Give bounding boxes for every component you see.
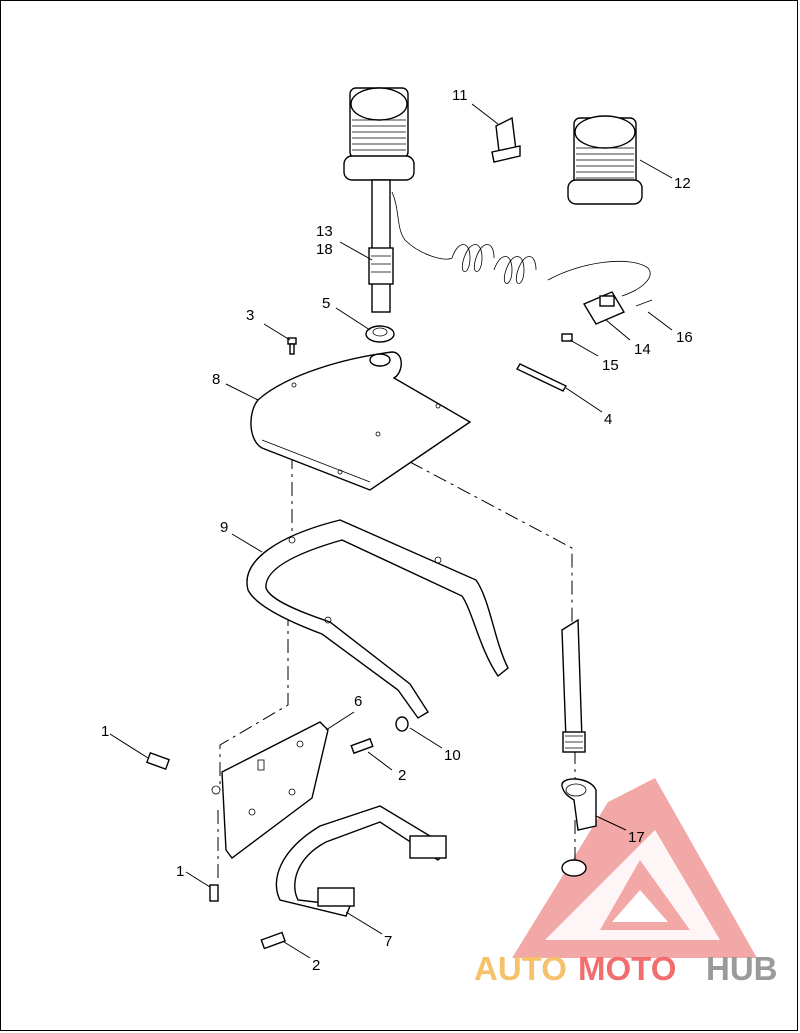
callout-2b: 2 [312, 957, 320, 974]
pole-part-17 [561, 618, 597, 877]
callout-11: 11 [452, 87, 468, 104]
callout-13: 13 [316, 223, 333, 240]
leader-lines [109, 103, 673, 959]
grommet-part-5 [365, 325, 395, 343]
watermark-logo [512, 778, 757, 958]
callout-10: 10 [444, 747, 461, 764]
callout-9: 9 [220, 519, 228, 536]
callout-15: 15 [602, 357, 619, 374]
callout-5: 5 [322, 295, 330, 312]
callout-3: 3 [246, 307, 254, 324]
callout-18: 18 [316, 241, 333, 258]
beacon-pole-assembly [343, 87, 453, 313]
watermark-moto: MOTO [578, 950, 676, 987]
bracket-part-6 [211, 721, 329, 859]
callout-2a: 2 [398, 767, 406, 784]
clip-part-11 [491, 116, 521, 163]
callout-17: 17 [628, 829, 645, 846]
beacon-lens-part-12 [567, 115, 643, 205]
callout-labels: 1 1 2 2 3 4 5 6 7 8 9 10 11 12 13 18 14 … [101, 87, 693, 974]
connector-parts [561, 291, 653, 342]
callout-16: 16 [676, 329, 693, 346]
callout-4: 4 [604, 411, 612, 428]
callout-12: 12 [674, 175, 691, 192]
callout-14: 14 [634, 341, 651, 358]
watermark-hub: HUB [706, 950, 778, 987]
screw-part-3 [287, 337, 297, 355]
lower-handle-part-7 [275, 805, 447, 917]
watermark-auto: AUTO [474, 950, 567, 987]
callout-8: 8 [212, 371, 220, 388]
mounting-plate-part-8 [250, 351, 472, 491]
watermark-text: AUTO MOTO HUB [474, 950, 778, 987]
callout-1a: 1 [101, 723, 109, 740]
fasteners [145, 716, 409, 950]
callout-1b: 1 [176, 863, 184, 880]
u-bar-part-9 [246, 519, 509, 719]
callout-7: 7 [384, 933, 392, 950]
callout-6: 6 [354, 693, 362, 710]
coiled-cord [451, 244, 651, 297]
cable-tie-part-4 [516, 363, 567, 392]
